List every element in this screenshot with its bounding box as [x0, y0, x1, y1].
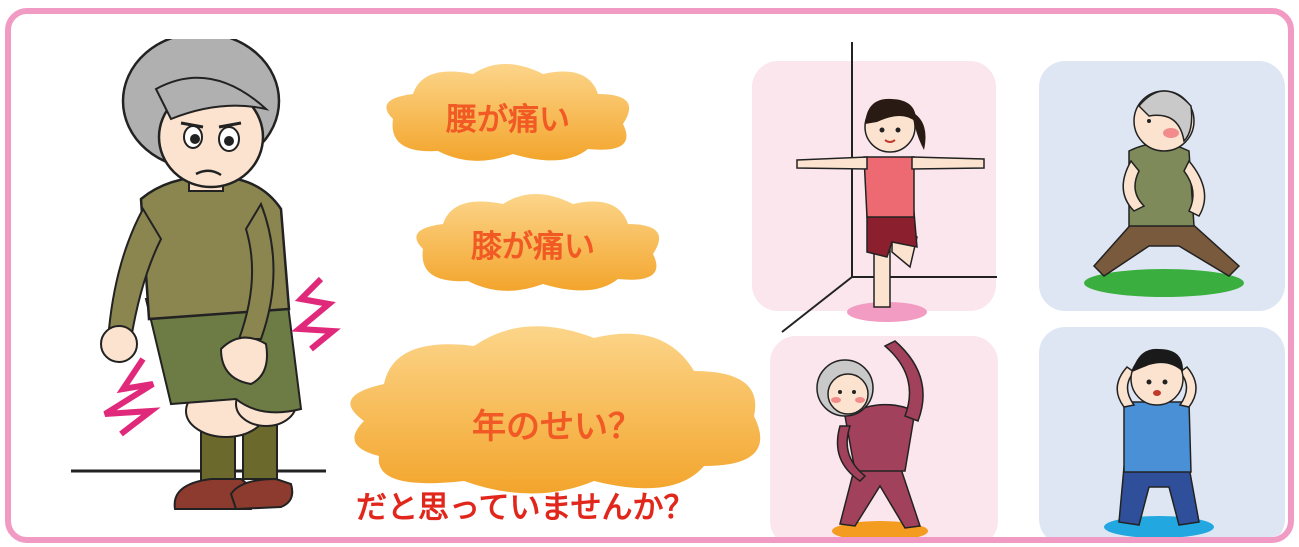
- cloud-label-age: 年のせい？: [472, 407, 642, 447]
- cloud-label-knee-pain: 膝が痛い: [471, 229, 595, 265]
- man-squat-illustration: [1104, 348, 1214, 537]
- cloud-shape: [416, 194, 660, 291]
- girl-balance-exercise-illustration: [781, 42, 997, 333]
- poster-frame: 腰が痛い 膝が痛い 年のせい？ だと思っていませんか？: [5, 8, 1294, 543]
- cloud-shape: [386, 64, 630, 161]
- elderly-man-lunge-illustration: [1084, 90, 1244, 297]
- cloud-shape: [350, 326, 761, 494]
- elderly-woman-side-stretch-illustration: [816, 340, 928, 537]
- cloud-label-back-pain: 腰が痛い: [446, 102, 570, 138]
- elderly-woman-knee-pain-illustration: [71, 39, 341, 511]
- question-text: だと思っていませんか？: [356, 490, 695, 526]
